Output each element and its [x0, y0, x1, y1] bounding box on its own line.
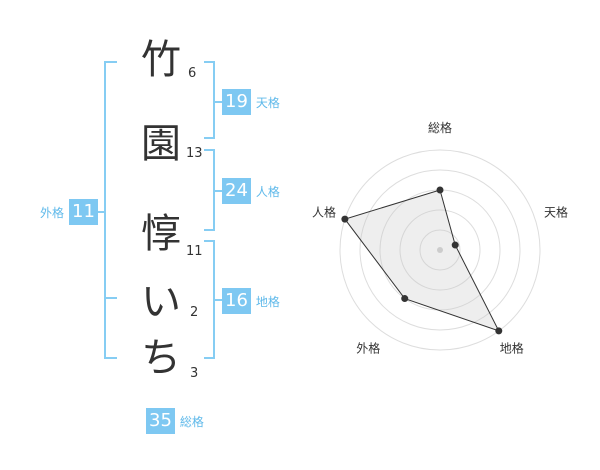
name-char-4: い	[141, 279, 181, 325]
jinkaku-label: 人格	[255, 184, 280, 199]
stroke-count-2: 13	[186, 146, 203, 161]
name-char-2: 園	[141, 121, 181, 167]
stroke-count-4: 2	[190, 305, 199, 320]
gaikaku-bracket	[104, 61, 117, 359]
radar-axis-label: 地格	[500, 341, 524, 356]
gaikaku-value: 11	[69, 199, 98, 225]
radar-axis-label: 総格	[428, 120, 452, 135]
chikaku-bracket	[204, 240, 215, 359]
radar-point	[495, 327, 503, 335]
radar-ring	[399, 209, 481, 291]
stroke-count-1: 6	[188, 66, 197, 81]
soukaku-value: 35	[146, 408, 175, 434]
radar-ring	[419, 229, 461, 271]
radar-axis-label: 人格	[312, 204, 336, 219]
name-char-3: 惇	[141, 211, 181, 257]
tenkaku-value: 19	[222, 89, 251, 115]
radar-point	[401, 295, 409, 303]
stroke-count-3: 11	[186, 244, 203, 259]
radar-point	[341, 215, 349, 223]
radar-ring	[339, 149, 541, 351]
chikaku-label: 地格	[255, 294, 280, 309]
gaikaku-label: 外格	[40, 205, 65, 220]
name-char-1: 竹	[141, 37, 181, 83]
jinkaku-value: 24	[222, 178, 251, 204]
tenkaku-label: 天格	[255, 95, 280, 110]
name-char-5: ち	[141, 335, 181, 381]
radar-axis-label: 天格	[544, 204, 568, 219]
chikaku-badge: 16 地格	[222, 288, 280, 314]
radar-ring	[359, 169, 521, 331]
jinkaku-bracket	[204, 149, 215, 231]
radar-point	[451, 241, 459, 249]
radar-point	[436, 186, 444, 194]
radar-axis-label: 外格	[356, 341, 380, 356]
radar-center	[437, 247, 443, 253]
stroke-count-5: 3	[190, 366, 199, 381]
chikaku-value: 16	[222, 288, 251, 314]
radar-area	[344, 189, 500, 332]
tenkaku-bracket	[204, 61, 215, 139]
gaikaku-badge: 外格 11	[40, 199, 98, 225]
jinkaku-badge: 24 人格	[222, 178, 280, 204]
soukaku-label: 総格	[179, 414, 204, 429]
soukaku-badge: 35 総格	[146, 408, 204, 434]
tenkaku-badge: 19 天格	[222, 89, 280, 115]
